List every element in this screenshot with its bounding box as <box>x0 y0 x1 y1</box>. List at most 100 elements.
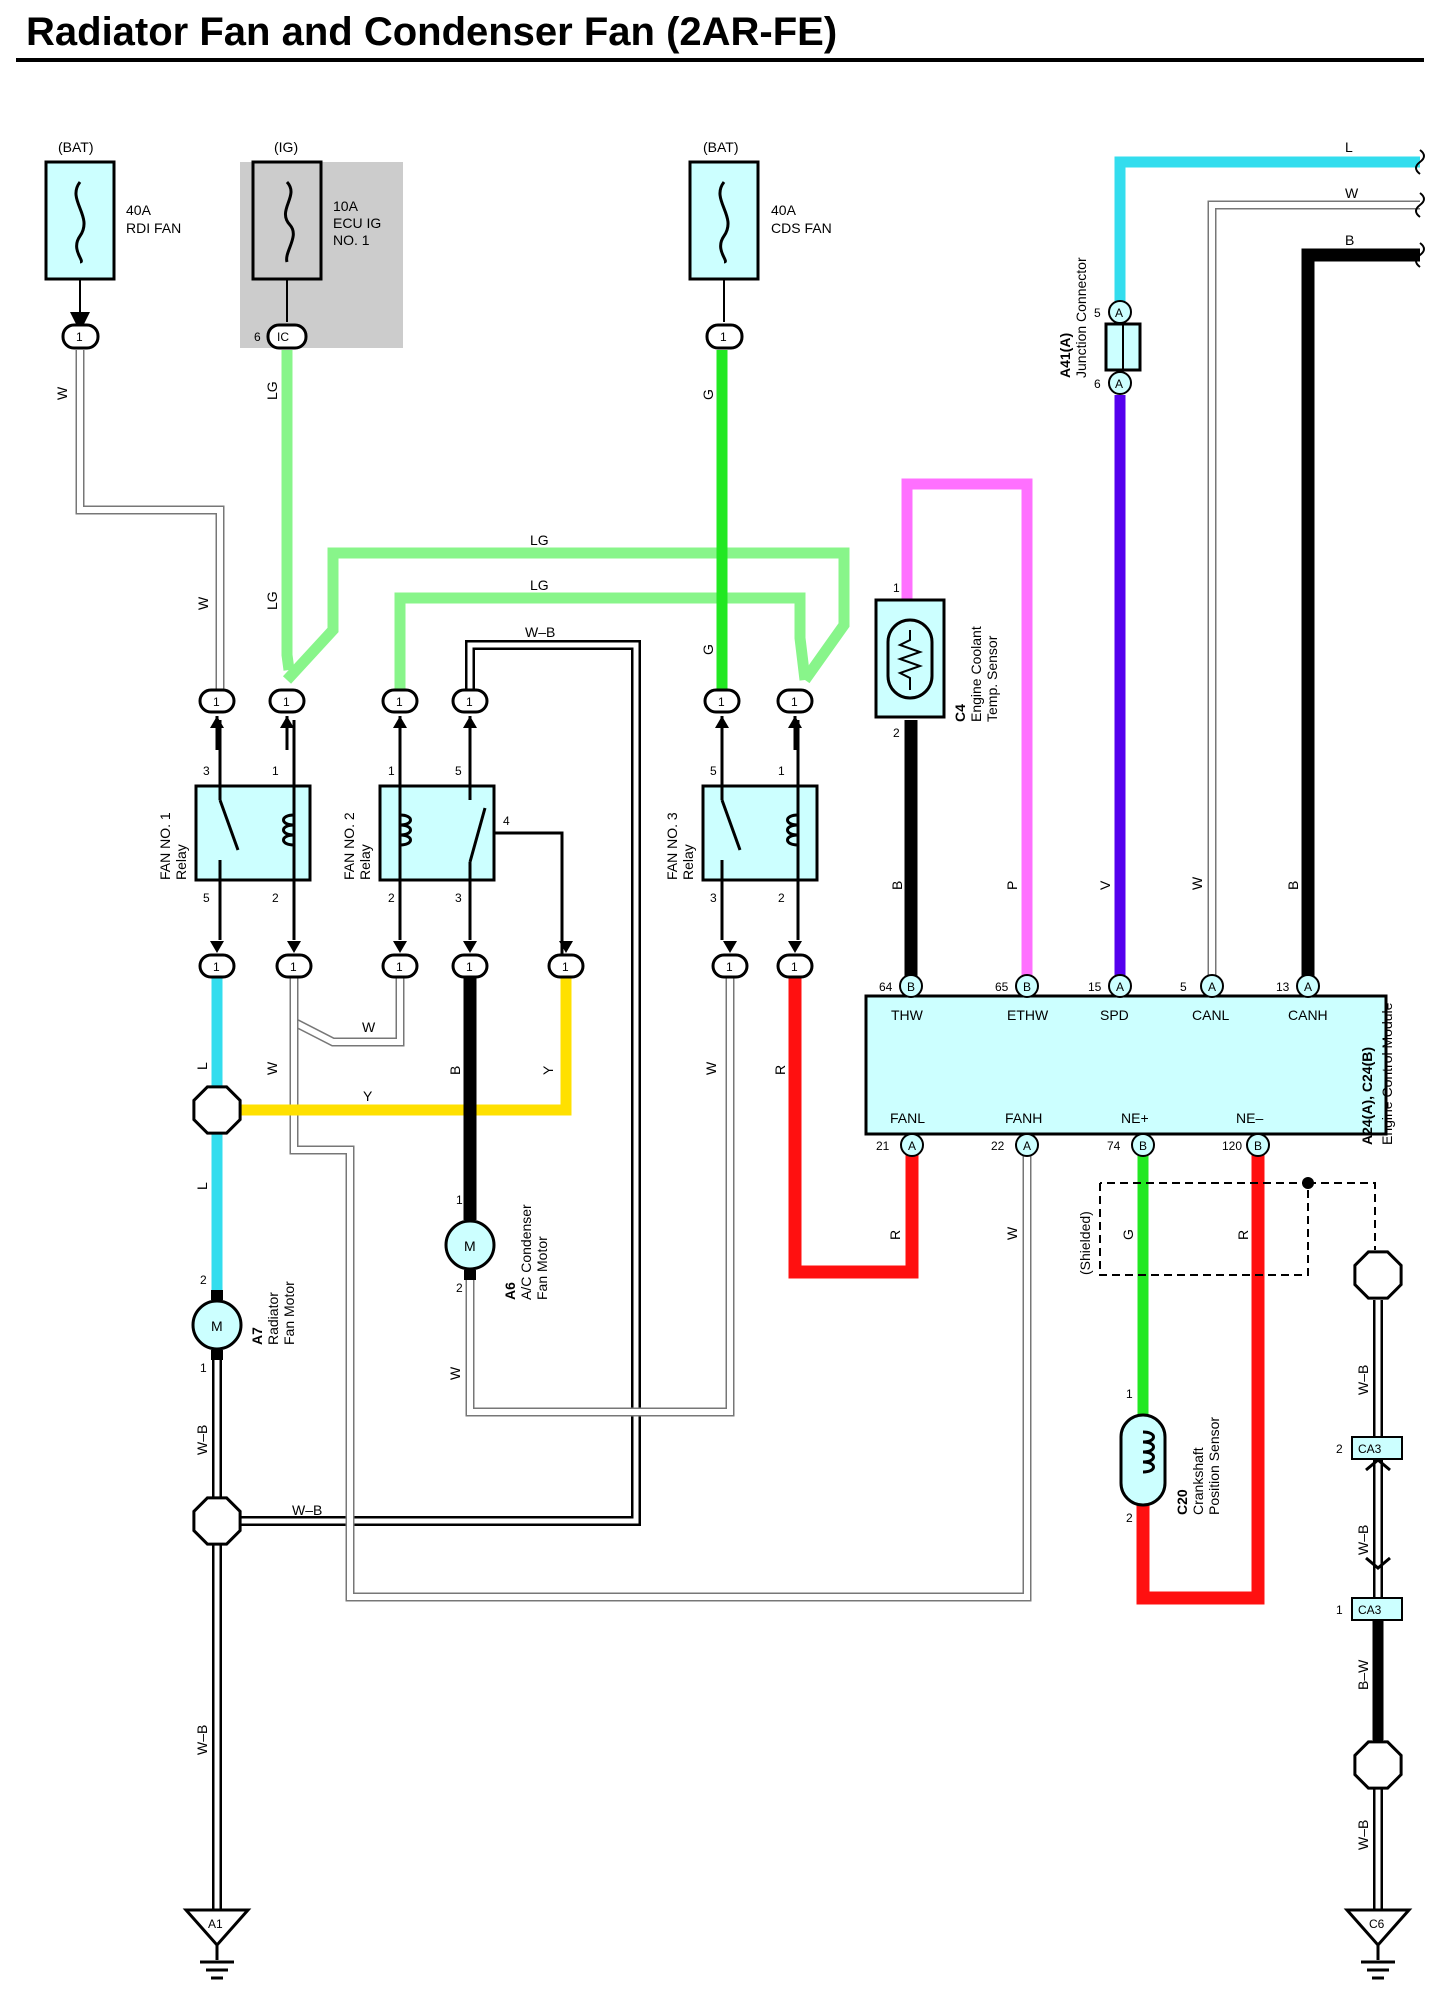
label-b-3: B <box>1285 881 1301 890</box>
title-rule <box>16 58 1424 62</box>
splice-y-l <box>192 1085 242 1135</box>
condenser-motor-pin-bot: 2 <box>456 1281 463 1295</box>
coolant-pin-bot: 2 <box>893 726 900 740</box>
label-w-3: W <box>362 1019 376 1035</box>
relay1-pin-5: 5 <box>203 891 210 905</box>
wire-lg-ig <box>281 350 295 671</box>
relay2-pin-1: 1 <box>388 764 395 778</box>
wire-wb-relay2 <box>240 640 641 1526</box>
label-v: V <box>1097 880 1113 890</box>
fuse-rdi-source: (BAT) <box>58 139 94 155</box>
ecm-bottom-pin-conn: B <box>1139 1139 1147 1153</box>
ecm-top-pin-conn: B <box>1023 980 1031 994</box>
ground-a1-label: A1 <box>208 1917 223 1931</box>
label-l-2: L <box>194 1182 210 1190</box>
relay-bottom-connector: 1 <box>381 941 419 979</box>
ecm-bottom-pin-conn: A <box>908 1139 916 1153</box>
wire-w-canl <box>1207 200 1420 985</box>
ecm-bottom-pin-label: NE+ <box>1121 1110 1149 1126</box>
relay2-name: FAN NO. 2 <box>341 812 357 880</box>
label-r-1: R <box>772 1065 788 1075</box>
label-w-4: W <box>264 1061 280 1075</box>
fuse-cds-rating: 40A <box>771 202 797 218</box>
ca3-bot-name: CA3 <box>1358 1603 1382 1617</box>
ca3-top-pin: 2 <box>1336 1442 1343 1456</box>
label-wb-7: W–B <box>1355 1820 1371 1850</box>
relay-bottom-connector-pin: 1 <box>466 960 473 974</box>
ecm-bottom-pin-label: FANH <box>1005 1110 1042 1126</box>
relay-bottom-connector-pin: 1 <box>396 960 403 974</box>
fuse-rdi-connector: 1 <box>76 330 83 344</box>
ecm-bottom-pin-conn: A <box>1023 1139 1031 1153</box>
wire-labels: W W LG LG LG LG G G W–B L L W W Y Y B W … <box>54 139 1371 1850</box>
wire-w-fanh <box>289 970 1032 1602</box>
wire-cut-mark <box>1415 242 1425 268</box>
relay-top-connector-pin: 1 <box>466 695 473 709</box>
condenser-fan-motor: M 1 2 A6 A/C Condenser Fan Motor <box>444 1193 550 1300</box>
radiator-motor-id: A7 <box>249 1327 265 1345</box>
label-y-1: Y <box>363 1088 373 1104</box>
ecm-bottom-pin-label: NE– <box>1236 1110 1263 1126</box>
relay-top-connector: 1 <box>198 688 236 750</box>
junction-pin-top: 5 <box>1094 306 1101 320</box>
ecm-bottom-pin-num: 21 <box>876 1139 890 1153</box>
ecm-top-pin-num: 65 <box>995 980 1009 994</box>
relay-top-connector-pin: 1 <box>396 695 403 709</box>
relay-top-connector-pin: 1 <box>791 695 798 709</box>
radiator-motor-name2: Fan Motor <box>281 1281 297 1345</box>
relay1-pin-3: 3 <box>203 764 210 778</box>
ecm-name: Engine Control Module <box>1379 1002 1395 1145</box>
relay2-pin-5: 5 <box>455 764 462 778</box>
label-wb-6: W–B <box>1355 1525 1371 1555</box>
relay-bottom-connector-pin: 1 <box>290 960 297 974</box>
ecm-bottom-pin-label: FANL <box>890 1110 925 1126</box>
wires <box>75 156 1420 1940</box>
wire-lg-upper <box>282 547 850 684</box>
label-r-2: R <box>887 1230 903 1240</box>
relay-bottom-connector-pin: 1 <box>726 960 733 974</box>
coolant-temp-sensor: 1 2 C4 Engine Coolant Temp. Sensor <box>874 581 1000 740</box>
wire-w-rdi <box>75 350 225 690</box>
condenser-motor-name1: A/C Condenser <box>518 1204 534 1300</box>
crank-name1: Crankshaft <box>1190 1447 1206 1515</box>
condenser-motor-id: A6 <box>502 1282 518 1300</box>
fuse-ig-rating: 10A <box>333 198 359 214</box>
label-b-4: B <box>1345 232 1354 248</box>
relay-fan2: 1 5 4 2 3 FAN NO. 2 Relay <box>341 720 510 940</box>
label-wb-2: W–B <box>194 1425 210 1455</box>
label-wb-4: W–B <box>194 1725 210 1755</box>
ca3-bot-pin: 1 <box>1336 1603 1343 1617</box>
splice-right-lower <box>1353 1740 1403 1790</box>
fuse-cds-connector: 1 <box>720 330 727 344</box>
label-wb-1: W–B <box>525 624 555 640</box>
ground-c6-label: C6 <box>1369 1917 1385 1931</box>
fuse-ig-connector: IC <box>277 330 289 344</box>
relay-fan1: 3 1 5 2 FAN NO. 1 Relay <box>157 720 312 940</box>
shield-link <box>1308 1182 1376 1250</box>
wire-lg-lower <box>394 592 811 690</box>
relay3-sub: Relay <box>680 844 696 880</box>
relay1-pin-2: 2 <box>272 891 279 905</box>
condenser-motor-name2: Fan Motor <box>534 1236 550 1300</box>
relay-bottom-connector: 1 <box>198 941 236 979</box>
wire-cut-mark <box>1415 192 1425 218</box>
relay-top-connector: 1 <box>776 688 814 750</box>
label-w-8: W <box>1189 876 1205 890</box>
label-b-1: B <box>447 1066 463 1075</box>
relay-top-connector-pin: 1 <box>718 695 725 709</box>
wire-r-ne <box>1136 1150 1265 1605</box>
fuse-ig-name1: ECU IG <box>333 215 381 231</box>
ecm-top-pin-num: 15 <box>1088 980 1102 994</box>
relay-bottom-connector: 1 <box>275 941 313 979</box>
splices <box>192 1085 1403 1790</box>
wire-relay2-pin4 <box>495 831 564 955</box>
relay3-name: FAN NO. 3 <box>664 812 680 880</box>
label-l-3: L <box>1345 139 1353 155</box>
label-w-2: W <box>195 596 211 610</box>
relay-bottom-connector-pin: 1 <box>791 960 798 974</box>
